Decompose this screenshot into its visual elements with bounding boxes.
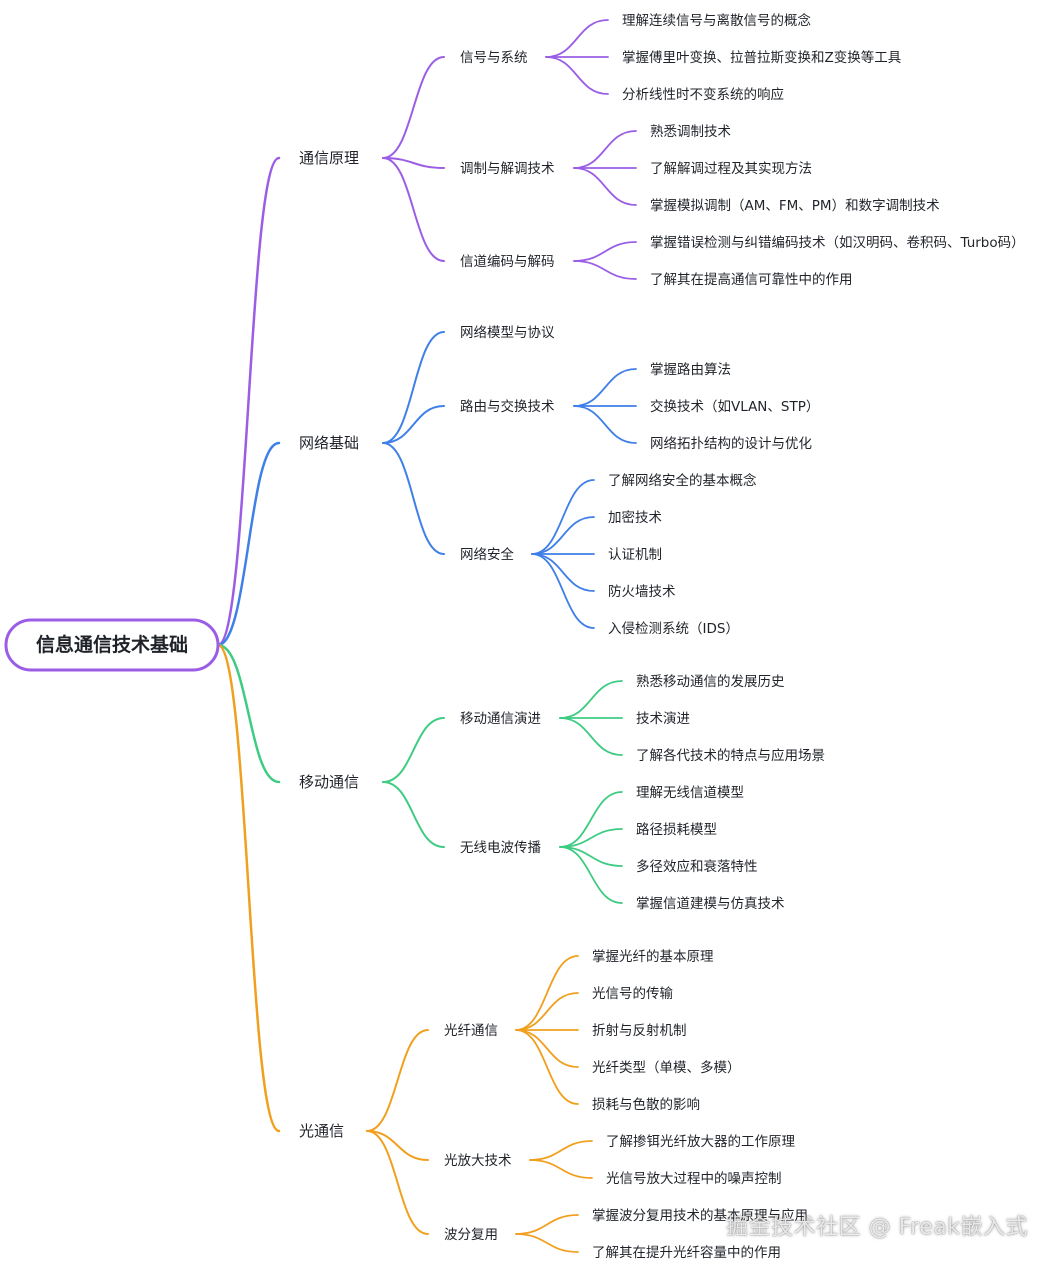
subtopic[interactable]: 波分复用 <box>444 1226 498 1243</box>
leaf-connector <box>545 19 609 58</box>
leaf-connector <box>515 955 579 1031</box>
leaf-topic[interactable]: 多径效应和衰落特性 <box>636 858 758 875</box>
root-node-label: 信息通信技术基础 <box>36 633 188 656</box>
leaf-topic[interactable]: 掌握路由算法 <box>650 362 731 378</box>
leaf-topic[interactable]: 光信号放大过程中的噪声控制 <box>606 1171 782 1187</box>
root-node[interactable]: 信息通信技术基础 <box>4 618 220 672</box>
subtopic[interactable]: 光放大技术 <box>444 1153 512 1169</box>
subtopic-connector <box>366 1029 429 1132</box>
branch-topic[interactable]: 光通信 <box>299 1122 344 1140</box>
leaf-connector <box>515 1214 579 1235</box>
subtopic[interactable]: 路由与交换技术 <box>460 398 555 415</box>
leaf-topic[interactable]: 折射与反射机制 <box>592 1023 687 1039</box>
leaf-connector <box>559 680 623 719</box>
leaf-topic[interactable]: 熟悉调制技术 <box>650 124 731 140</box>
leaf-connector <box>531 553 595 629</box>
root-node-border <box>4 618 220 672</box>
branch-connector <box>216 156 281 647</box>
leaf-connector <box>545 56 609 95</box>
watermark: 掘金技术社区 @ Freak嵌入式 <box>726 1215 1028 1240</box>
mind-map-connectors <box>216 19 637 1253</box>
leaf-connector <box>531 553 595 592</box>
branch-topic[interactable]: 移动通信 <box>299 773 359 791</box>
subtopic[interactable]: 信号与系统 <box>460 50 528 66</box>
branch-topic[interactable]: 通信原理 <box>299 149 359 167</box>
mind-map-nodes: 通信原理 信号与系统 理解连续信号与离散信号的概念掌握傅里叶变换、拉普拉斯变换和Z变… <box>299 12 1025 1261</box>
branch-connector <box>216 643 281 784</box>
leaf-topic[interactable]: 掌握信道建模与仿真技术 <box>636 896 785 912</box>
leaf-topic[interactable]: 网络拓扑结构的设计与优化 <box>650 436 812 452</box>
subtopic-connector <box>382 442 445 555</box>
leaf-connector <box>559 846 623 904</box>
subtopic-connector <box>382 781 445 848</box>
leaf-connector <box>529 1140 593 1161</box>
subtopic[interactable]: 移动通信演进 <box>460 711 541 727</box>
leaf-topic[interactable]: 损耗与色散的影响 <box>592 1096 700 1113</box>
leaf-topic[interactable]: 熟悉移动通信的发展历史 <box>636 674 785 690</box>
leaf-connector <box>515 1233 579 1253</box>
leaf-topic[interactable]: 掌握波分复用技术的基本原理与应用 <box>592 1207 808 1224</box>
branch-topic[interactable]: 网络基础 <box>299 434 359 452</box>
subtopic-connector <box>382 157 445 169</box>
leaf-topic[interactable]: 认证机制 <box>608 547 662 563</box>
subtopic[interactable]: 网络模型与协议 <box>460 325 555 341</box>
leaf-topic[interactable]: 光信号的传输 <box>592 986 673 1002</box>
leaf-topic[interactable]: 了解其在提高通信可靠性中的作用 <box>650 271 853 288</box>
leaf-topic[interactable]: 了解网络安全的基本概念 <box>608 472 757 489</box>
subtopic-connector <box>382 157 445 262</box>
subtopic-connector <box>382 405 445 444</box>
leaf-connector <box>573 260 637 280</box>
subtopic[interactable]: 光纤通信 <box>444 1023 498 1039</box>
leaf-topic[interactable]: 路径损耗模型 <box>636 822 717 838</box>
leaf-connector <box>573 405 637 444</box>
leaf-connector <box>559 791 623 848</box>
leaf-topic[interactable]: 理解连续信号与离散信号的概念 <box>622 12 811 29</box>
leaf-topic[interactable]: 分析线性时不变系统的响应 <box>622 86 784 103</box>
branch-connector <box>216 643 281 1133</box>
leaf-topic[interactable]: 加密技术 <box>608 509 662 526</box>
leaf-topic[interactable]: 掌握模拟调制（AM、FM、PM）和数字调制技术 <box>650 198 940 214</box>
leaf-connector <box>531 516 595 555</box>
leaf-topic[interactable]: 了解各代技术的特点与应用场景 <box>636 747 825 764</box>
subtopic-connector <box>366 1130 429 1235</box>
branch-connector <box>216 441 281 647</box>
leaf-connector <box>559 828 623 848</box>
leaf-topic[interactable]: 掌握傅里叶变换、拉普拉斯变换和Z变换等工具 <box>622 49 901 66</box>
subtopic[interactable]: 网络安全 <box>460 546 514 563</box>
leaf-topic[interactable]: 技术演进 <box>636 711 690 727</box>
leaf-topic[interactable]: 交换技术（如VLAN、STP） <box>650 398 819 415</box>
leaf-topic[interactable]: 掌握光纤的基本原理 <box>592 948 714 965</box>
leaf-topic[interactable]: 掌握错误检测与纠错编码技术（如汉明码、卷积码、Turbo码） <box>650 235 1025 251</box>
leaf-topic[interactable]: 入侵检测系统（IDS） <box>608 620 739 637</box>
leaf-connector <box>529 1159 593 1179</box>
subtopic[interactable]: 调制与解调技术 <box>460 161 555 177</box>
leaf-connector <box>573 368 637 407</box>
leaf-connector <box>515 1029 579 1105</box>
leaf-connector <box>559 717 623 756</box>
leaf-topic[interactable]: 了解其在提升光纤容量中的作用 <box>592 1244 781 1261</box>
subtopic-connector <box>382 56 445 159</box>
leaf-connector <box>573 130 637 169</box>
leaf-connector <box>573 241 637 262</box>
leaf-topic[interactable]: 光纤类型（单模、多模） <box>592 1059 741 1076</box>
leaf-topic[interactable]: 防火墙技术 <box>608 584 676 600</box>
leaf-topic[interactable]: 了解解调过程及其实现方法 <box>650 161 812 177</box>
leaf-topic[interactable]: 了解掺铒光纤放大器的工作原理 <box>606 1134 795 1150</box>
leaf-connector <box>515 992 579 1031</box>
subtopic-connector <box>382 717 445 783</box>
leaf-topic[interactable]: 理解无线信道模型 <box>636 785 744 801</box>
subtopic-connector <box>382 331 445 444</box>
leaf-connector <box>573 167 637 206</box>
subtopic[interactable]: 信道编码与解码 <box>460 254 555 270</box>
subtopic-connector <box>366 1130 429 1161</box>
leaf-connector <box>531 479 595 555</box>
subtopic[interactable]: 无线电波传播 <box>460 840 541 856</box>
leaf-connector <box>515 1029 579 1068</box>
